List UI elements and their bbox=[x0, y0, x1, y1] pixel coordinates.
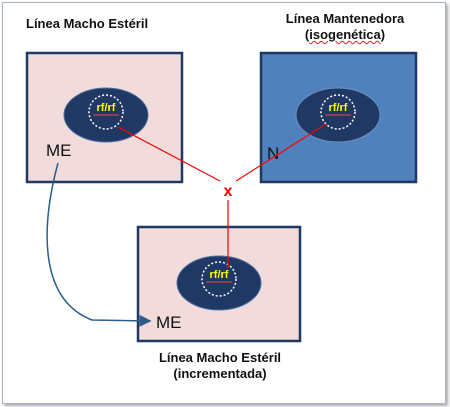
maintainer-inner-ring bbox=[320, 94, 356, 130]
incremented-line-title-2: (incrementada) bbox=[173, 366, 267, 381]
cross-symbol: x bbox=[224, 183, 233, 200]
sterile-inner-ring bbox=[88, 94, 124, 130]
progeny-tag: ME bbox=[156, 313, 182, 332]
sterile-line-title: Línea Macho Estéril bbox=[26, 16, 149, 31]
maintainer-line-title-1: Línea Mantenedora bbox=[285, 11, 405, 26]
cross-line-left bbox=[117, 126, 221, 182]
maintainer-line-title-2: (isogenética) bbox=[304, 27, 386, 42]
incremented-line-title-1: Línea Macho Estéril bbox=[158, 350, 282, 365]
progeny-nucleus bbox=[176, 255, 262, 311]
sterile-genotype: rf/rf bbox=[97, 102, 116, 114]
sterile-tag: ME bbox=[46, 141, 72, 160]
maintainer-line-title: Línea Mantenedora (isogenética) bbox=[255, 11, 435, 43]
transfer-arrow bbox=[46, 162, 152, 327]
progeny-inner-ring bbox=[201, 261, 237, 297]
progeny-genotype: rf/rf bbox=[210, 269, 229, 281]
cross-line-right bbox=[235, 123, 327, 182]
maintainer-genotype: rf/rf bbox=[329, 102, 348, 114]
maintainer-tag: N bbox=[267, 144, 279, 163]
incremented-line-title: Línea Macho Estéril (incrementada) bbox=[130, 350, 310, 382]
